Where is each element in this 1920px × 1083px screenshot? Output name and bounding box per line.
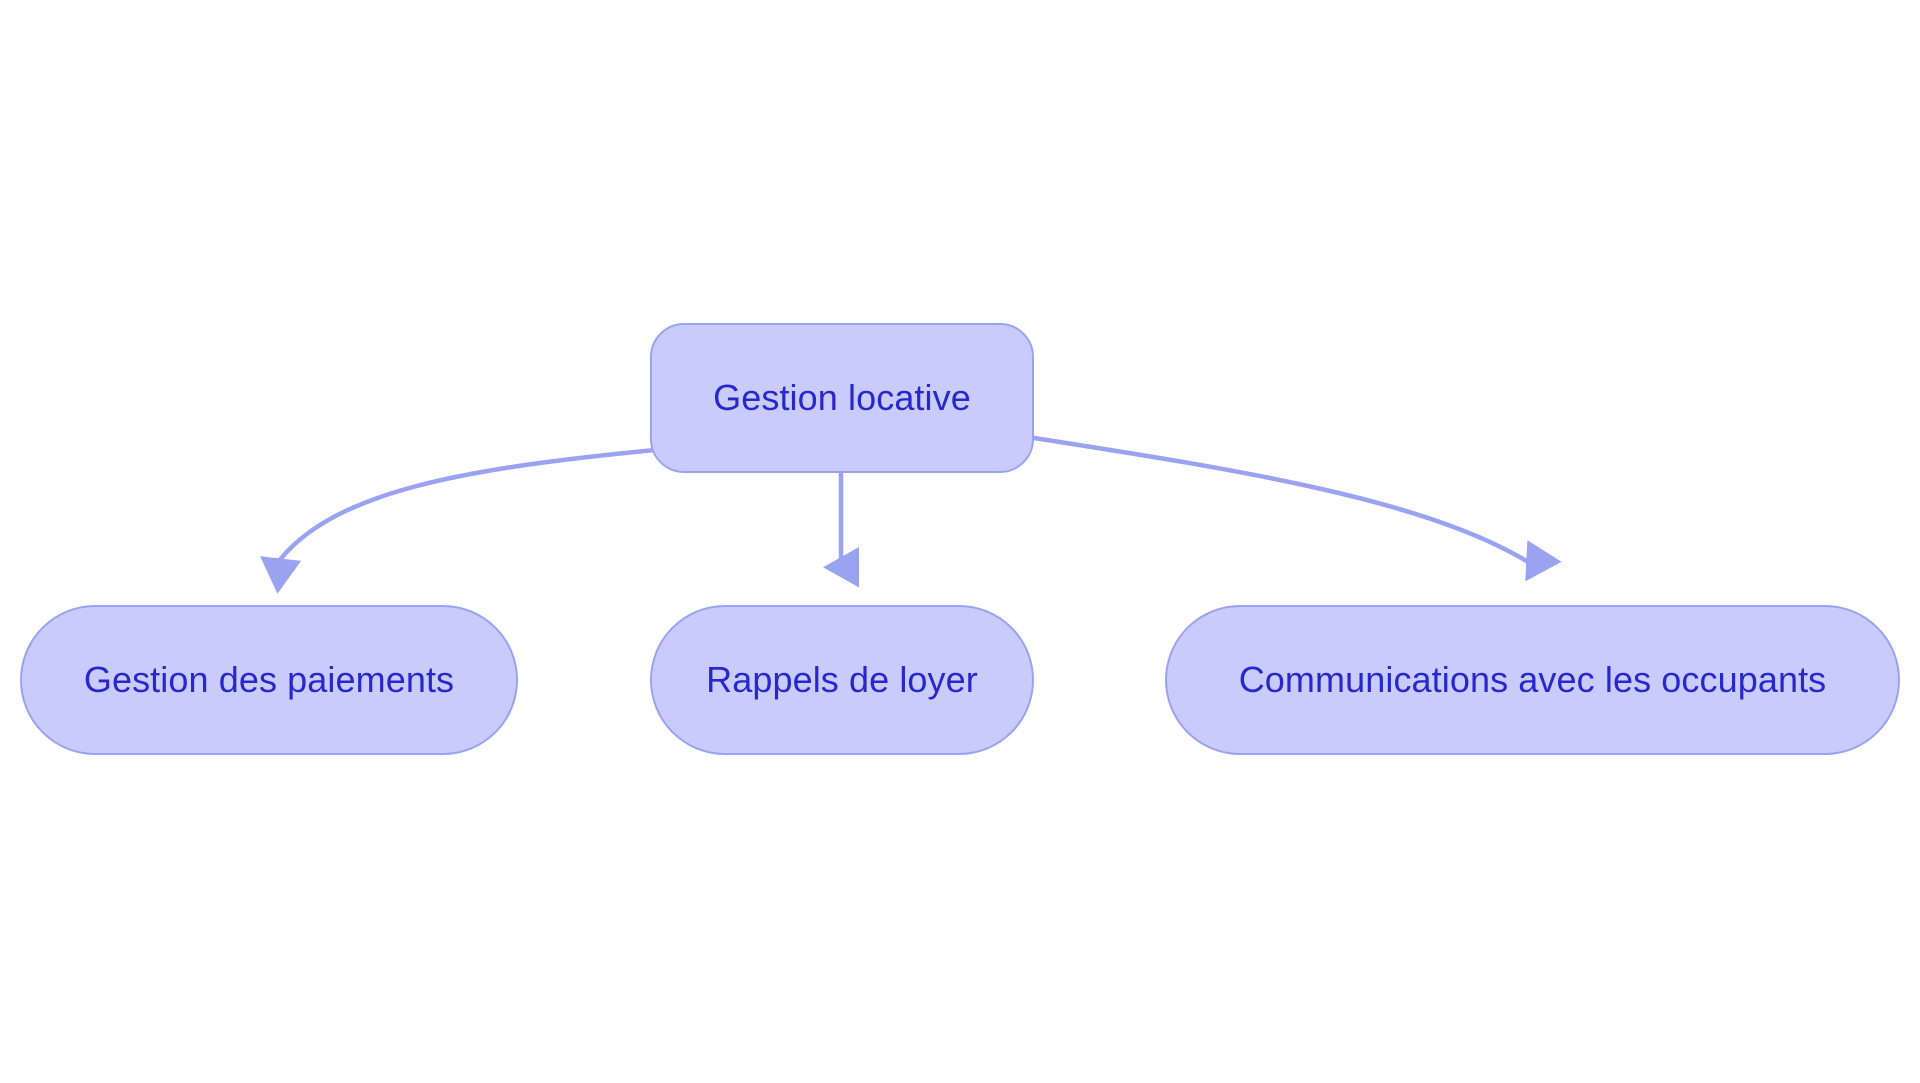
flow-node-gestion-des-paiements[interactable]: Gestion des paiements xyxy=(20,605,518,755)
edge-root-to-payments xyxy=(260,447,658,594)
flow-node-communications-avec-les-occupants[interactable]: Communications avec les occupants xyxy=(1165,605,1900,755)
flow-node-label: Rappels de loyer xyxy=(706,659,978,701)
edge-root-to-communications xyxy=(1031,435,1562,582)
flow-node-gestion-locative[interactable]: Gestion locative xyxy=(650,323,1034,473)
flow-node-rappels-de-loyer[interactable]: Rappels de loyer xyxy=(650,605,1034,755)
flow-node-label: Gestion locative xyxy=(713,377,971,419)
flow-node-label: Gestion des paiements xyxy=(83,659,455,701)
flow-node-label: Communications avec les occupants xyxy=(1238,659,1827,701)
